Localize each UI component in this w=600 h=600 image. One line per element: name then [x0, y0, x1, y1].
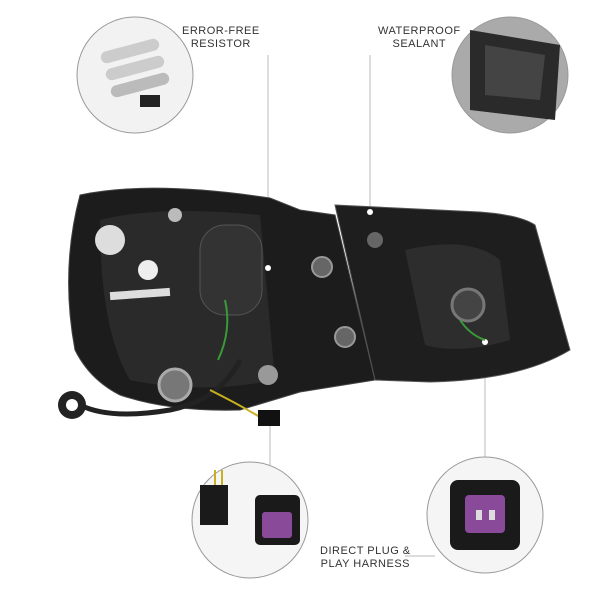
detail-connector-left — [191, 461, 309, 579]
harness-callout-line1: DIRECT PLUG & — [320, 545, 411, 557]
sealant-callout-line2: SEALANT — [392, 38, 447, 50]
detail-sealant — [451, 16, 569, 134]
sealant-callout-line1: WATERPROOF — [378, 25, 461, 37]
resistor-callout: ERROR-FREE RESISTOR — [182, 25, 260, 51]
harness-callout-line2: PLAY HARNESS — [320, 558, 410, 570]
inner-tail-light — [334, 204, 571, 383]
detail-connector-right — [426, 456, 544, 574]
harness-callout: DIRECT PLUG & PLAY HARNESS — [320, 545, 411, 571]
resistor-callout-line1: ERROR-FREE — [182, 25, 260, 37]
detail-resistor — [76, 16, 194, 134]
outer-tail-light — [58, 187, 376, 426]
resistor-callout-line2: RESISTOR — [190, 38, 251, 50]
sealant-callout: WATERPROOF SEALANT — [378, 25, 461, 51]
